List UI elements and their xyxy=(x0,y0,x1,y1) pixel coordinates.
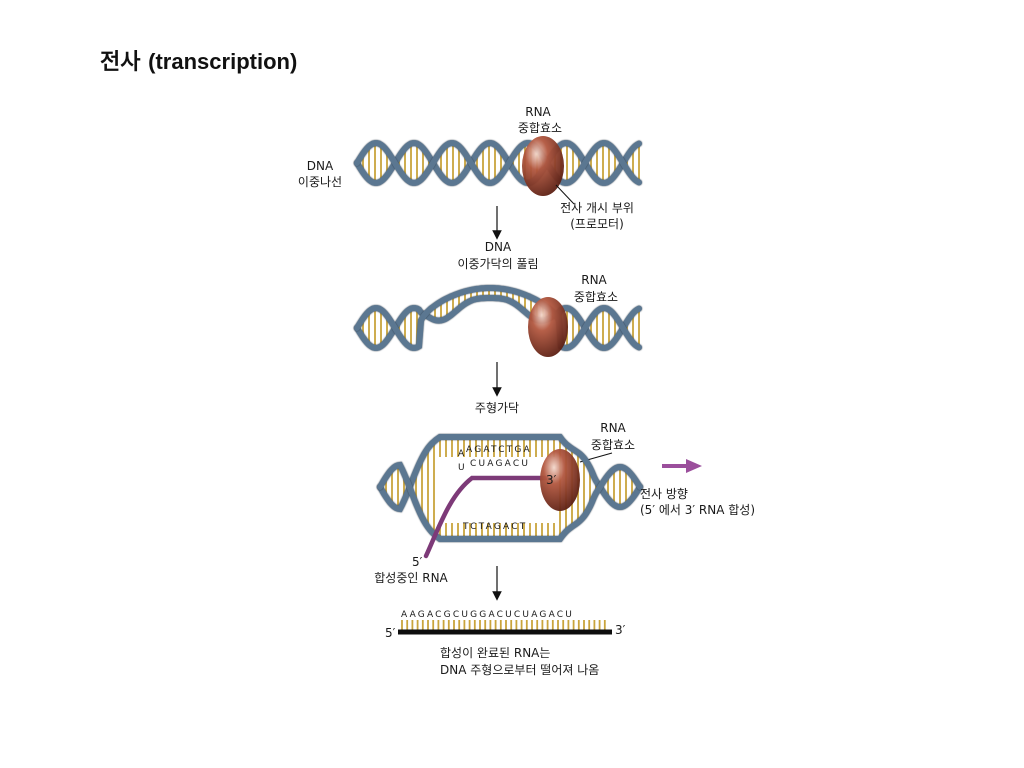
promoter-pointer xyxy=(555,184,575,205)
step2-polymerase-label-line2: 중합효소 xyxy=(574,290,618,304)
rna-polymerase-3 xyxy=(540,449,580,511)
template-strand-label: 주형가닥 xyxy=(475,401,519,415)
step1-polymerase-label-line1: RNA xyxy=(525,105,551,119)
bubble-strand-top xyxy=(377,434,643,513)
bottom-strand-sequence: TCTAGACT xyxy=(462,522,527,532)
final-five-prime-label: 5′ xyxy=(385,626,396,640)
transcription-direction-arrow xyxy=(662,459,702,473)
direction-label-line2: (5′ 에서 3′ RNA 합성) xyxy=(640,503,755,517)
step2-unwinding-helix xyxy=(354,285,642,357)
rna-transcript-strand xyxy=(423,475,549,559)
step2-polymerase-label-line1: RNA xyxy=(581,273,607,287)
helix1-strand-a xyxy=(354,140,642,186)
rna-sequence-in-bubble: CUAGACU xyxy=(470,459,530,469)
side-letter-a: A xyxy=(458,449,466,459)
step1-dna-label-line1: DNA xyxy=(307,159,334,173)
side-letter-u: U xyxy=(458,463,467,473)
top-strand-sequence: AGATCTGA xyxy=(466,445,532,455)
synthesizing-rna-label: 합성중인 RNA xyxy=(374,571,448,585)
final-three-prime-label: 3′ xyxy=(615,623,626,637)
direction-label-line1: 전사 방향 xyxy=(640,487,688,501)
page-title: 전사 (transcription) xyxy=(100,44,297,76)
step3-polymerase-label-line2: 중합효소 xyxy=(591,438,635,452)
step1-dna-label-line2: 이중나선 xyxy=(298,175,342,189)
step2-unwinding-label-line2: 이중가닥의 풀림 xyxy=(457,257,538,271)
step2-unwinding-label-line1: DNA xyxy=(485,240,512,254)
rna-polymerase-2 xyxy=(528,297,568,357)
final-rna-sequence: AAGACGCUGGACUCUAGACU xyxy=(401,610,574,620)
step1-promoter-label-line1: 전사 개시 부위 xyxy=(560,201,634,215)
title-korean: 전사 xyxy=(100,50,141,75)
step3-transcription-bubble xyxy=(377,434,643,559)
helix2-strand-a xyxy=(354,295,642,351)
rna-five-prime-label: 5′ xyxy=(412,555,423,569)
step1-polymerase-label-line2: 중합효소 xyxy=(518,121,562,135)
step1-promoter-label-line2: (프로모터) xyxy=(570,217,624,231)
bubble-strand-bottom xyxy=(377,461,643,542)
helix2-strand-b xyxy=(354,285,642,351)
final-caption-line1: 합성이 완료된 RNA는 xyxy=(440,646,550,660)
title-english: (transcription) xyxy=(148,49,298,74)
final-rna-bases xyxy=(401,620,606,630)
rna-polymerase-1 xyxy=(522,136,564,196)
step3-polymerase-label-line1: RNA xyxy=(600,421,626,435)
rna-three-prime-label: 3′ xyxy=(546,473,557,487)
helix1-strand-b xyxy=(354,140,642,186)
final-caption-line2: DNA 주형으로부터 떨어져 나옴 xyxy=(440,663,599,677)
step1-double-helix xyxy=(354,136,642,196)
